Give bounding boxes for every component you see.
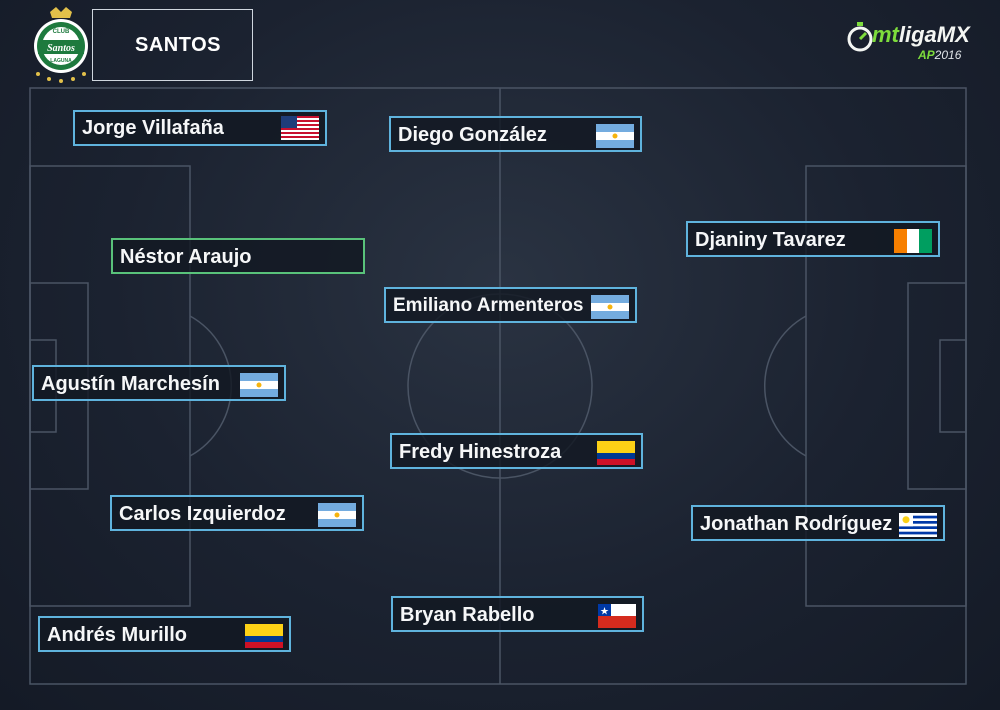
player-name: Diego González <box>398 124 547 146</box>
brand-prefix: mt <box>872 22 899 47</box>
ligamx-brand-logo: mtligaMX AP2016 <box>846 18 970 68</box>
player-name: Fredy Hinestroza <box>399 441 562 463</box>
player-name: Agustín Marchesín <box>41 373 220 395</box>
player-card[interactable]: Fredy Hinestroza <box>390 433 643 469</box>
player-card[interactable]: Djaniny Tavarez <box>686 221 940 257</box>
argentina-flag-icon <box>240 373 278 397</box>
uruguay-flag-icon <box>899 513 937 537</box>
player-name: Emiliano Armenteros <box>393 295 584 316</box>
team-name: SANTOS <box>135 34 221 56</box>
argentina-flag-icon <box>596 124 634 148</box>
player-name: Carlos Izquierdoz <box>119 503 286 525</box>
argentina-flag-icon <box>591 295 629 319</box>
player-name: Djaniny Tavarez <box>695 229 846 251</box>
player-name: Néstor Araujo <box>120 246 252 268</box>
player-card[interactable]: Carlos Izquierdoz <box>110 495 364 531</box>
colombia-flag-icon <box>245 624 283 648</box>
player-card[interactable]: Jorge Villafaña <box>73 110 327 146</box>
player-card[interactable]: Néstor Araujo <box>111 238 365 274</box>
player-card[interactable]: Andrés Murillo <box>38 616 291 652</box>
right-goal-area <box>907 282 967 490</box>
svg-text:LAGUNA: LAGUNA <box>50 58 72 64</box>
brand-title: mtligaMX <box>872 22 970 48</box>
stopwatch-icon <box>847 22 873 52</box>
player-name: Bryan Rabello <box>400 604 535 626</box>
santos-crest-logo: CLUB Santos LAGUNA <box>30 6 92 84</box>
season-year: 2016 <box>934 48 962 62</box>
brand-suffix: ligaMX <box>898 22 970 47</box>
right-penalty-arc <box>764 315 807 457</box>
brand-season: AP2016 <box>918 48 961 62</box>
player-name: Andrés Murillo <box>47 624 188 646</box>
player-name: Jonathan Rodríguez <box>700 513 893 535</box>
player-card[interactable]: Emiliano Armenteros <box>384 287 637 323</box>
team-name-box: SANTOS <box>92 9 253 81</box>
player-card[interactable]: Agustín Marchesín <box>32 365 286 401</box>
right-goal <box>939 339 967 433</box>
usa-flag-icon <box>281 116 319 140</box>
player-card[interactable]: Jonathan Rodríguez <box>691 505 945 541</box>
svg-text:Santos: Santos <box>47 43 75 54</box>
chile-flag-icon <box>598 604 636 628</box>
argentina-flag-icon <box>318 503 356 527</box>
player-name: Jorge Villafaña <box>82 117 224 139</box>
season-prefix: AP <box>918 48 935 62</box>
player-card[interactable]: Diego González <box>389 116 642 152</box>
colombia-flag-icon <box>597 441 635 465</box>
svg-text:CLUB: CLUB <box>53 29 70 35</box>
ivory-coast-flag-icon <box>894 229 932 253</box>
player-card[interactable]: Bryan Rabello <box>391 596 644 632</box>
